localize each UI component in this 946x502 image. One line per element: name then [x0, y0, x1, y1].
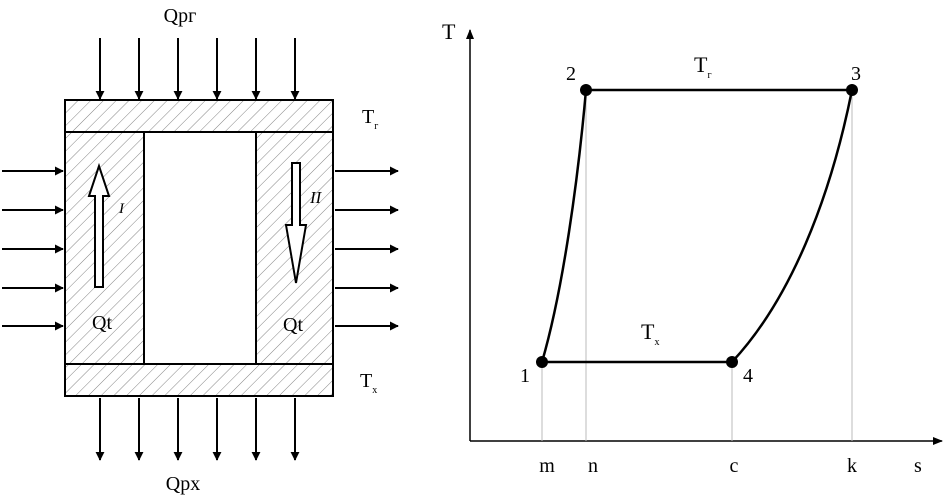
x-tick-c: c: [730, 455, 739, 477]
schematic-outline: [64, 99, 334, 397]
top-heat-arrows: [95, 38, 300, 100]
process-3-4-curve: [731, 89, 854, 363]
point-label-1: 1: [520, 365, 530, 387]
process-1-2-curve: [540, 89, 588, 363]
ts-diagram: T s 1 2 3 4 Tг Tх m n c k: [442, 19, 943, 477]
state-point-3: [846, 84, 858, 96]
point-label-4: 4: [743, 365, 753, 387]
x-axis-label: s: [914, 455, 922, 477]
x-tick-m: m: [539, 455, 555, 477]
y-axis-label: T: [442, 19, 456, 44]
state-point-1: [536, 356, 548, 368]
state-point-2: [580, 84, 592, 96]
regenerator-schematic: Qрг I II Qt Qt: [2, 5, 399, 495]
heat-in-label: Qрг: [164, 5, 197, 27]
up-flow-arrow: [87, 162, 111, 288]
channel-II-label: II: [309, 188, 323, 207]
heat-right-label: Qt: [283, 314, 303, 336]
left-incoming-arrows: [2, 166, 64, 331]
x-tick-k: k: [847, 455, 857, 477]
state-point-4: [726, 356, 738, 368]
point-label-3: 3: [851, 63, 861, 85]
bottom-heat-arrows: [95, 398, 300, 461]
projection-lines: [541, 90, 853, 441]
central-cavity: [144, 132, 256, 364]
left-wall-channel: [65, 132, 144, 364]
heat-out-label: Qрх: [166, 473, 200, 495]
lower-isotherm-label: Tх: [641, 319, 659, 348]
cold-temp-label: Tх: [360, 370, 377, 396]
upper-isotherm-label: Tг: [694, 52, 712, 81]
top-hot-plate: [65, 100, 333, 132]
hot-temp-label: Tг: [362, 106, 378, 132]
down-flow-arrow: [284, 162, 308, 284]
x-tick-n: n: [588, 455, 598, 477]
channel-I-label: I: [118, 201, 125, 217]
right-outgoing-arrows: [335, 166, 399, 331]
point-label-2: 2: [566, 63, 576, 85]
heat-left-label: Qt: [92, 312, 112, 334]
bottom-cold-plate: [65, 364, 333, 396]
